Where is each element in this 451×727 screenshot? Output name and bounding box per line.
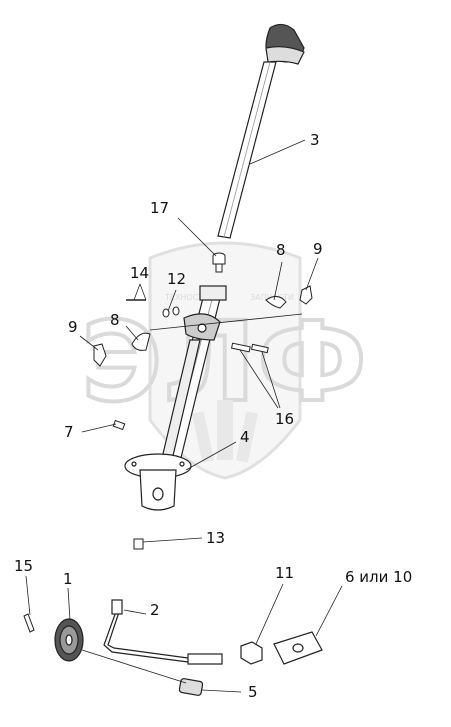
- leader-8a: [273, 261, 283, 301]
- callout-9-right: 9: [313, 240, 323, 258]
- callout-6-or-10: 6 или 10: [345, 568, 413, 586]
- callout-9-left: 9: [68, 318, 78, 336]
- leader-9a: [305, 257, 319, 291]
- part-dowel: [112, 419, 126, 431]
- leader-5: [201, 689, 242, 693]
- part-cam-plate-right: [265, 296, 287, 309]
- callout-17: 17: [150, 199, 170, 217]
- leader-lines: [25, 139, 343, 693]
- part-lever-housing: [124, 285, 227, 511]
- callout-11: 11: [275, 564, 295, 582]
- leader-13: [142, 537, 203, 543]
- part-nut: [240, 641, 263, 665]
- part-cable: [103, 599, 223, 665]
- callout-8-left: 8: [110, 311, 120, 329]
- watermark: ТЕХНОСТРОЙ ЗАПЧАСТИ ЭЛФ: [79, 241, 369, 480]
- leader-6or10: [315, 585, 343, 637]
- leader-17: [177, 217, 217, 257]
- leader-14a: [133, 283, 141, 301]
- part-latch-right: [299, 285, 313, 305]
- part-cotter-pin: [23, 613, 35, 633]
- leader-4: [185, 441, 237, 471]
- callout-3: 3: [310, 131, 320, 149]
- callout-8-right: 8: [276, 241, 286, 259]
- part-bolt: [212, 252, 226, 273]
- leader-8b: [125, 325, 139, 341]
- leader-upper-link: [149, 313, 303, 331]
- leader-7: [81, 423, 117, 433]
- leader-15: [25, 575, 31, 616]
- part-washers: [162, 306, 180, 318]
- leader-16a: [239, 349, 279, 409]
- callout-1: 1: [63, 570, 73, 588]
- part-shift-lever: [217, 23, 305, 239]
- leader-3: [249, 139, 306, 165]
- part-fork: [273, 631, 323, 665]
- leader-12: [167, 289, 177, 312]
- leader-9b: [79, 335, 99, 351]
- leader-pulley-cable: [81, 649, 187, 684]
- leader-16b: [261, 351, 281, 409]
- callout-2: 2: [150, 601, 160, 619]
- callout-16: 16: [275, 410, 295, 428]
- leader-14b: [139, 283, 147, 301]
- callout-13: 13: [206, 529, 226, 547]
- callout-15: 15: [14, 557, 34, 575]
- leader-11: [255, 583, 284, 645]
- leader-1: [67, 587, 71, 621]
- watermark-wheat-icon: [191, 400, 259, 463]
- part-end-cap: [178, 678, 204, 696]
- part-cam-plate-left: [131, 332, 151, 351]
- callout-14: 14: [130, 264, 150, 282]
- watermark-left-text: ТЕХНОСТРОЙ: [164, 291, 220, 302]
- part-bushing: [133, 538, 144, 550]
- leader-2: [123, 609, 147, 615]
- part-pulley: [54, 618, 84, 662]
- callout-5: 5: [248, 683, 258, 701]
- callout-4: 4: [240, 428, 250, 446]
- callout-12: 12: [167, 270, 187, 288]
- callout-7: 7: [64, 423, 74, 441]
